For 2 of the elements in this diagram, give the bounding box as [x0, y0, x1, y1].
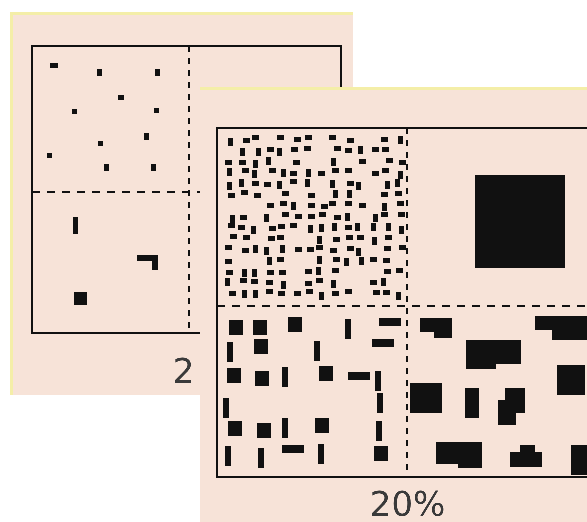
percent-label: 2	[173, 355, 195, 389]
percent-label: 20%	[370, 488, 446, 522]
